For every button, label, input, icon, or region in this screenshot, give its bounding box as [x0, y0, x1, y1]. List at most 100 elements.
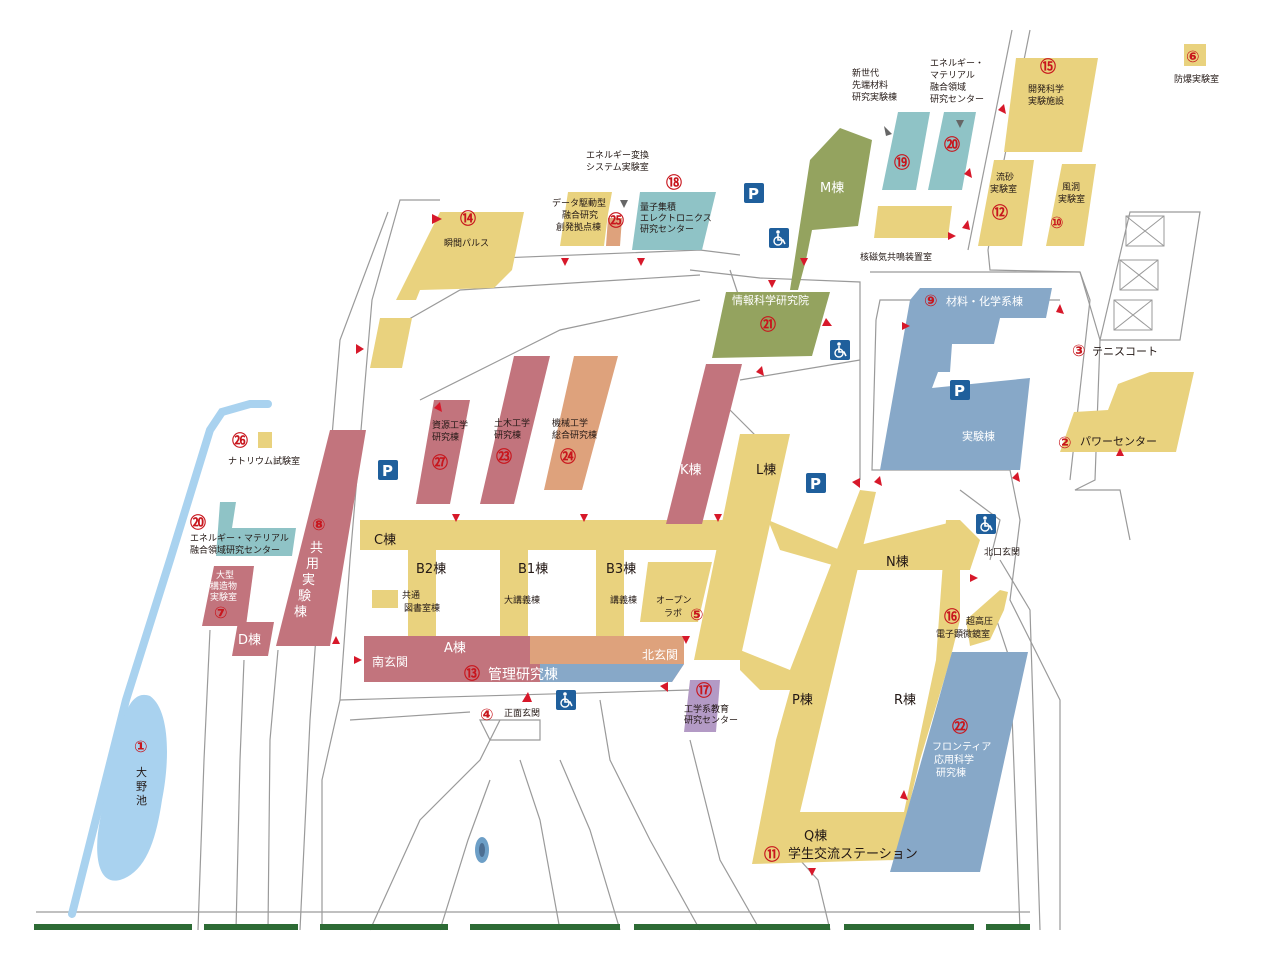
marker-15: ⑮ — [1040, 57, 1056, 76]
label-frontier-1: フロンティア — [932, 742, 991, 753]
building-a-kita — [530, 636, 684, 664]
facility-labels: 大 野 池 パワーセンター テニスコート 正面玄関 防爆実験室 大型 構造物 実… — [136, 58, 1219, 862]
label-kyoyo-5: 棟 — [294, 605, 307, 620]
label-frontier-2: 応用科学 — [934, 753, 974, 766]
marker-14: ⑭ — [460, 209, 476, 228]
label-data-2: 融合研究 — [562, 209, 598, 221]
wheelchair-icon — [769, 228, 789, 248]
label-doboku-2: 研究棟 — [494, 429, 521, 441]
label-joho: 情報科学研究院 — [732, 293, 809, 307]
building-kanri-east — [540, 664, 684, 682]
tennis-court — [1113, 215, 1165, 331]
ohno-pond — [97, 694, 167, 881]
label-data-1: データ駆動型 — [552, 197, 606, 209]
building-bakuhatsu — [1184, 44, 1206, 66]
building-power — [1060, 372, 1194, 452]
label-natrium: ナトリウム試験室 — [228, 455, 300, 467]
label-d: D棟 — [238, 633, 261, 648]
label-chokoatsu-2: 電子顕微鏡室 — [936, 628, 990, 640]
marker-21: ㉑ — [760, 315, 776, 334]
marker-19: ⑲ — [894, 153, 910, 172]
marker-22: ㉒ — [952, 717, 968, 736]
label-henkan-1: エネルギー変換 — [586, 149, 649, 161]
building-frontier — [890, 652, 1028, 872]
building-natrium — [258, 432, 272, 448]
label-energy-n-1: エネルギー・ — [930, 58, 984, 69]
label-k: K棟 — [680, 463, 702, 478]
building-ryoshi — [632, 192, 716, 250]
marker-9: ⑨ — [924, 291, 938, 310]
main-complex — [360, 434, 1008, 864]
marker-26: ㉖ — [232, 431, 248, 450]
label-kikai-2: 総合研究棟 — [552, 429, 597, 441]
label-l: L棟 — [756, 463, 776, 478]
building-kakujiki — [874, 206, 952, 238]
label-fudo-1: 風洞 — [1062, 182, 1080, 193]
label-energy-w-2: 融合領域研究センター — [190, 544, 280, 556]
label-gakusei: 学生交流ステーション — [788, 846, 918, 862]
label-energy-w-1: エネルギー・マテリアル — [190, 533, 289, 544]
building-energy-west — [216, 502, 296, 556]
label-m: M棟 — [820, 181, 844, 196]
label-shigen-1: 資源工学 — [432, 419, 468, 431]
label-frontier-3: 研究棟 — [936, 766, 966, 779]
label-kyoyo-3: 実 — [302, 572, 315, 588]
svg-text:P: P — [810, 475, 821, 493]
marker-6: ⑥ — [1186, 47, 1200, 66]
label-jikkento: 実験棟 — [962, 429, 995, 443]
label-ryoshi-1: 量子集積 — [640, 201, 676, 213]
building-doboku — [480, 356, 550, 504]
label-energy-n-3: 融合領域 — [930, 81, 966, 93]
label-kyoyo-1: 共 — [310, 541, 323, 556]
building-d — [232, 622, 274, 656]
wheelchair-icon — [830, 340, 850, 360]
label-b3: B3棟 — [606, 562, 636, 577]
label-open-2: ラボ — [664, 608, 682, 619]
label-bakuhatsu: 防爆実験室 — [1174, 73, 1219, 85]
label-kaihatsu-2: 実験施設 — [1028, 95, 1064, 107]
building-shunkan-small — [370, 318, 412, 368]
building-labels: C棟 B2棟 B1棟 B3棟 A棟 K棟 L棟 M棟 N棟 P棟 Q棟 R棟 D… — [238, 181, 916, 844]
label-chokoatsu-1: 超高圧 — [966, 615, 993, 627]
label-library-1: 共通 — [402, 590, 420, 601]
marker-7: ⑦ — [214, 603, 228, 622]
marker-25: ㉕ — [608, 211, 624, 230]
label-tennis: テニスコート — [1092, 345, 1158, 358]
label-kogakukei-2: 研究センター — [684, 714, 738, 726]
label-pointers — [620, 120, 964, 208]
label-ogata-3: 実験室 — [210, 591, 237, 603]
stream — [68, 400, 272, 918]
marker-27: ㉗ — [432, 453, 448, 472]
svg-text:P: P — [382, 462, 393, 480]
building-zairyo — [880, 288, 1052, 470]
building-shinsedai — [882, 112, 930, 190]
parking-sign: P — [806, 473, 826, 493]
label-henkan-2: システム実験室 — [586, 161, 649, 173]
marker-11: ⑪ — [764, 845, 780, 864]
parking-sign: P — [744, 183, 764, 203]
label-open-1: オープン — [656, 595, 691, 606]
building-ryusa — [978, 160, 1034, 246]
marker-16: ⑯ — [944, 607, 960, 626]
marker-10: ⑩ — [1050, 213, 1064, 232]
label-kaihatsu-1: 開発科学 — [1028, 83, 1064, 95]
label-kitaguchi: 北口玄関 — [984, 546, 1020, 558]
marker-13: ⑬ — [464, 664, 480, 683]
label-energy-n-2: マテリアル — [930, 70, 975, 81]
label-shinsedai-2: 先端材料 — [852, 79, 888, 91]
parking-sign: P — [950, 380, 970, 400]
label-lecture-b1: 大講義棟 — [504, 594, 540, 606]
label-shinsedai-1: 新世代 — [852, 67, 879, 79]
building-energy-north — [928, 112, 976, 190]
label-a: A棟 — [444, 641, 466, 656]
label-ohno-1: 大 — [136, 765, 147, 779]
number-markers: ① ② ③ ④ ⑤ ⑥ ⑦ ⑧ ⑨ ⑩ ⑪ ⑫ ⑬ ⑭ ⑮ ⑯ ⑰ ⑱ ⑲ ⑳ … — [134, 47, 1200, 864]
building-henkan — [606, 218, 622, 246]
building-m — [790, 128, 872, 290]
label-kakujiki: 核磁気共鳴装置室 — [860, 251, 932, 263]
building-kaihatsu — [1004, 58, 1098, 152]
label-kyoyo-4: 験 — [298, 589, 311, 604]
label-kanri: 管理研究棟 — [488, 667, 558, 683]
label-energy-n-4: 研究センター — [930, 93, 984, 105]
label-r: R棟 — [894, 693, 916, 708]
